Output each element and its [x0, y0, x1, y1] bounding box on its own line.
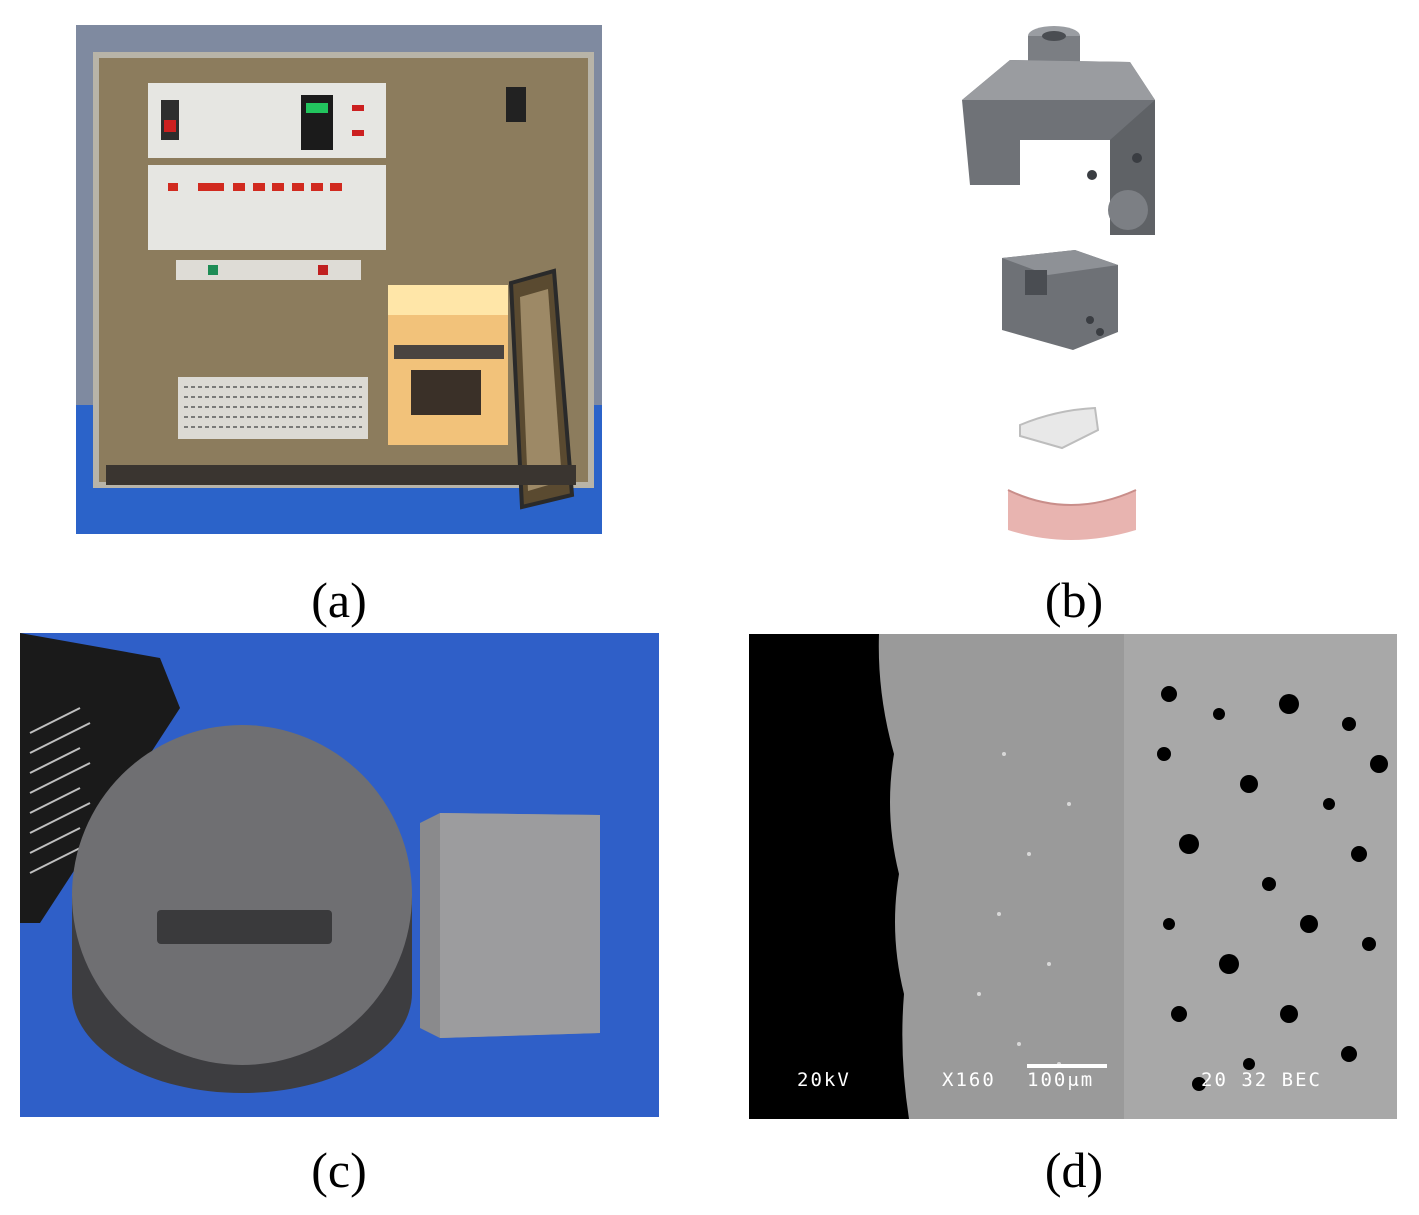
sem-scale-bar-label: 100μm: [1027, 1069, 1094, 1091]
panel-a-photo: [76, 25, 602, 534]
sem-info-label: 20 32 BEC: [1201, 1069, 1322, 1091]
caption-c: (c): [311, 1142, 367, 1198]
caption-a: (a): [311, 572, 367, 628]
sem-magnification-label: X160: [942, 1069, 996, 1091]
panel-d-sem-micrograph: 20kV X160 100μm 20 32 BEC: [749, 634, 1397, 1119]
panel-c-photo: [20, 633, 659, 1117]
caption-b: (b): [1044, 572, 1104, 628]
panel-b-cad-drawing: [940, 20, 1180, 545]
sem-voltage-label: 20kV: [797, 1069, 851, 1091]
caption-d: (d): [1044, 1142, 1104, 1198]
